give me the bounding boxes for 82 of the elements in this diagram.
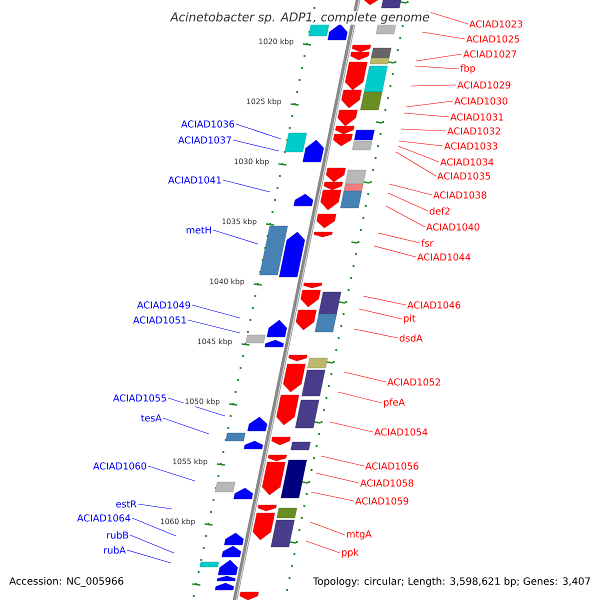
gene-label: dsdA <box>400 334 423 342</box>
gene-label: ACIAD1025 <box>466 35 520 43</box>
leader-line <box>386 206 426 228</box>
leader-line <box>404 112 450 118</box>
gene-label: ACIAD1049 <box>137 301 190 309</box>
gene-label: ACIAD1032 <box>447 127 500 135</box>
leader-line <box>212 230 258 244</box>
gene-label: pfeA <box>384 398 405 408</box>
leader-line <box>310 522 346 536</box>
gene-label: ACIAD1044 <box>417 253 470 261</box>
leader-line <box>232 140 280 152</box>
leader-line <box>410 84 456 86</box>
leader-line <box>398 140 444 146</box>
leader-line <box>398 146 440 162</box>
leader-line <box>400 128 446 132</box>
gene-label: ACIAD1040 <box>426 223 480 231</box>
leader-line <box>406 100 454 108</box>
leader-line <box>330 422 374 432</box>
accession-text: Accession: NC_005966 <box>9 577 124 587</box>
gene-label: ACIAD1060 <box>93 462 146 470</box>
leader-line <box>362 296 406 306</box>
gene-label: ACIAD1023 <box>469 20 522 28</box>
gene-label: ACIAD1059 <box>355 497 408 505</box>
gene-label: def2 <box>430 207 450 215</box>
gene-label: fbp <box>460 64 476 74</box>
leader-line <box>426 10 468 24</box>
gene-label: rubA <box>104 546 126 554</box>
title: Acinetobacter sp. ADP1, complete genome <box>169 11 431 25</box>
leader-line <box>344 372 386 382</box>
gene-label: ACIAD1033 <box>444 142 498 150</box>
gene-label: ACIAD1029 <box>457 81 510 89</box>
gene-label: metH <box>186 226 211 234</box>
gene-label: estR <box>116 500 137 508</box>
leader-line <box>422 32 466 40</box>
gene-label: ACIAD1031 <box>450 113 504 121</box>
gene-label: ACIAD1027 <box>463 50 516 58</box>
leader-line <box>310 492 354 502</box>
leader-line <box>222 180 270 192</box>
gene-label: mtgA <box>347 530 372 540</box>
leader-line <box>338 392 382 404</box>
gene-label: fsr <box>421 239 434 247</box>
gene-label: tesA <box>141 414 162 422</box>
leader-line <box>188 320 240 334</box>
gene-label: ACIAD1054 <box>374 428 428 436</box>
leader-line <box>378 232 420 244</box>
leader-line <box>306 540 340 554</box>
gene-label: ACIAD1056 <box>365 462 418 470</box>
gene-label: ppk <box>342 548 359 558</box>
gene-label: ACIAD1041 <box>168 176 221 184</box>
gene-label: pit <box>404 314 416 324</box>
leader-line <box>320 456 364 466</box>
gene-label: ACIAD1064 <box>77 514 130 522</box>
gene-label: ACIAD1058 <box>360 479 414 487</box>
gene-label: ACIAD1035 <box>437 172 490 180</box>
leader-line <box>126 550 172 564</box>
leader-line <box>162 418 210 434</box>
gene-label: ACIAD1051 <box>133 316 186 324</box>
leader-line <box>138 504 172 510</box>
leader-line <box>388 192 428 212</box>
leader-line <box>192 304 240 318</box>
gene-label: ACIAD1055 <box>113 394 166 402</box>
gene-label: ACIAD1034 <box>440 158 494 166</box>
gene-label: ACIAD1036 <box>181 120 234 128</box>
gene-label: ACIAD1046 <box>407 301 460 309</box>
leader-line <box>388 184 432 196</box>
leader-line <box>148 466 196 482</box>
leader-line <box>316 472 360 484</box>
leader-line <box>374 246 416 258</box>
leader-line <box>132 518 176 536</box>
leader-line <box>416 54 462 62</box>
genome-info-text: Topology: circular; Length: 3,598,621 bp; Genes: 3,407 <box>312 577 590 587</box>
gene-label: ACIAD1030 <box>454 97 508 105</box>
gene-label: rubB <box>107 531 128 539</box>
leader-line <box>414 66 460 70</box>
gene-label: ACIAD1052 <box>387 378 440 386</box>
leader-line <box>358 308 402 320</box>
leader-line <box>354 328 398 338</box>
gene-label: ACIAD1037 <box>178 136 231 144</box>
gene-label: ACIAD1038 <box>433 191 486 199</box>
leader-line <box>236 124 282 140</box>
leader-line <box>396 152 436 176</box>
leader-line <box>130 534 174 554</box>
